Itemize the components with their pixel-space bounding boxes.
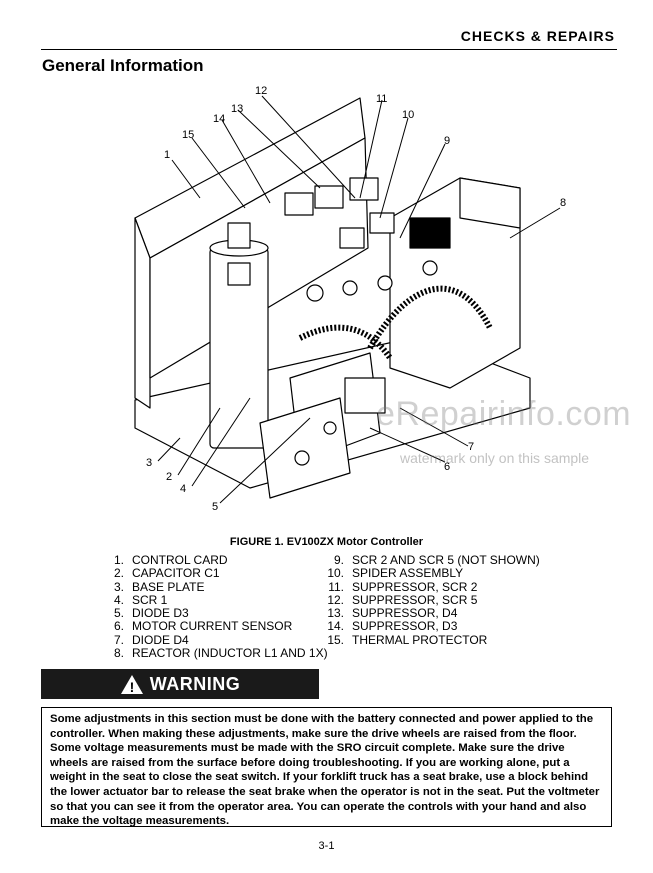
warning-triangle-icon: ! bbox=[120, 674, 143, 695]
watermark-sub: watermark only on this sample bbox=[400, 450, 590, 466]
callout-2: 2 bbox=[166, 471, 172, 483]
legend-item: 15.THERMAL PROTECTOR bbox=[327, 632, 488, 647]
callout-11: 11 bbox=[376, 93, 387, 105]
page-number: 3-1 bbox=[318, 840, 335, 852]
legend-item: 6.MOTOR CURRENT SENSOR bbox=[113, 619, 293, 634]
legend-right-column: 9.SCR 2 AND SCR 5 (NOT SHOWN) 10.SPIDER … bbox=[326, 553, 540, 647]
legend-item: 7.DIODE D4 bbox=[113, 632, 189, 647]
callout-12: 12 bbox=[255, 85, 267, 97]
svg-text:!: ! bbox=[129, 679, 134, 695]
legend-item: 13.SUPPRESSOR, D4 bbox=[327, 606, 458, 621]
legend-item: 11.SUPPRESSOR, SCR 2 bbox=[328, 579, 478, 594]
callout-1: 1 bbox=[164, 149, 170, 161]
legend-item: 9.SCR 2 AND SCR 5 (NOT SHOWN) bbox=[333, 553, 540, 567]
legend-item: 2.CAPACITOR C1 bbox=[113, 566, 220, 581]
legend-item: 14.SUPPRESSOR, D3 bbox=[327, 619, 458, 634]
callout-14: 14 bbox=[213, 113, 225, 125]
warning-text: Some adjustments in this section must be… bbox=[41, 707, 612, 827]
legend-item: 1.CONTROL CARD bbox=[113, 553, 228, 567]
callout-4: 4 bbox=[180, 483, 186, 495]
callout-3: 3 bbox=[146, 457, 152, 469]
callout-5: 5 bbox=[212, 501, 218, 513]
warning-banner: ! WARNING bbox=[41, 669, 319, 699]
callout-8: 8 bbox=[560, 197, 566, 209]
warning-label: WARNING bbox=[149, 673, 241, 694]
legend-left-column: 1.CONTROL CARD 2.CAPACITOR C1 3.BASE PLA… bbox=[106, 553, 328, 661]
callout-7: 7 bbox=[468, 441, 474, 453]
callout-13: 13 bbox=[231, 103, 243, 115]
legend-item: 3.BASE PLATE bbox=[113, 579, 205, 594]
callout-15: 15 bbox=[182, 129, 194, 141]
callout-10: 10 bbox=[402, 109, 414, 121]
section-title: General Information bbox=[42, 56, 204, 75]
header-title: CHECKS & REPAIRS bbox=[460, 28, 615, 44]
callout-6: 6 bbox=[444, 461, 450, 473]
legend-item: 8.REACTOR (INDUCTOR L1 AND 1X) bbox=[113, 646, 328, 661]
motor-controller-diagram: 1 2 3 4 5 6 7 8 9 10 11 12 13 14 15 bbox=[134, 85, 566, 513]
callout-9: 9 bbox=[444, 135, 450, 147]
legend-item: 5.DIODE D3 bbox=[113, 606, 189, 621]
watermark-main: eRepairinfo.com bbox=[376, 395, 632, 433]
figure-caption: FIGURE 1. EV100ZX Motor Controller bbox=[229, 536, 424, 548]
legend-item: 4.SCR 1 bbox=[113, 592, 168, 607]
legend-item: 10.SPIDER ASSEMBLY bbox=[327, 566, 464, 581]
header-rule bbox=[41, 49, 617, 50]
legend-item: 12.SUPPRESSOR, SCR 5 bbox=[327, 592, 478, 607]
